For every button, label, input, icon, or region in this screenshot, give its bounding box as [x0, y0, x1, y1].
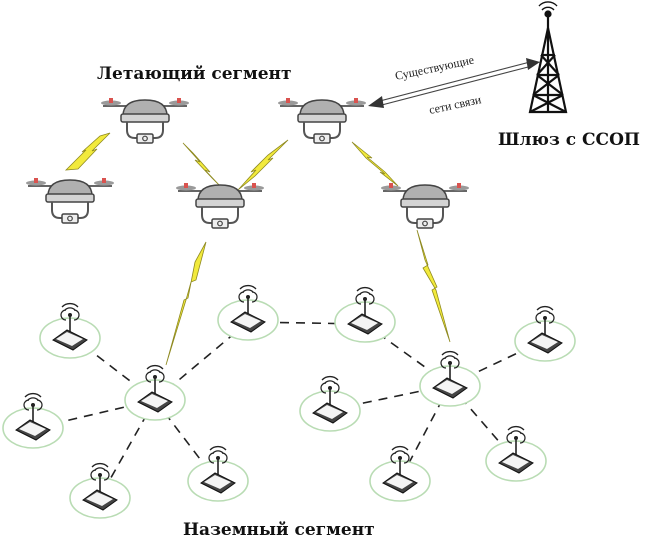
existing-networks-line1: Существующие	[394, 53, 476, 83]
drone-1	[100, 97, 190, 144]
ground-links	[34, 321, 546, 498]
existing-networks-line2: сети связи	[428, 92, 483, 117]
gateway-tower-icon	[528, 1, 568, 114]
ground-segment-label: Наземный сегмент	[183, 520, 375, 540]
ground-node	[217, 284, 279, 341]
ground-node	[334, 286, 396, 343]
drone-2	[277, 97, 367, 144]
ground-node	[485, 425, 547, 482]
gateway-label: Шлюз с ССОП	[498, 130, 640, 150]
ground-node-hub	[124, 364, 186, 421]
ground-node	[299, 375, 361, 432]
drone-4	[175, 182, 265, 229]
lightning-bolt	[182, 142, 223, 189]
ground-node	[39, 302, 101, 359]
ground-node	[369, 445, 431, 502]
lightning-bolt	[237, 139, 289, 191]
ground-node	[514, 305, 576, 362]
ground-node	[2, 392, 64, 449]
lightning-bolt	[64, 132, 111, 171]
wireless-links	[64, 132, 451, 366]
flying-segment-label: Летающий сегмент	[97, 64, 292, 84]
lightning-bolt	[165, 241, 207, 366]
double-arrow-icon	[368, 58, 540, 108]
ground-node	[69, 462, 131, 519]
lightning-bolt	[416, 229, 451, 343]
lightning-bolt	[351, 141, 399, 187]
drone-5	[380, 182, 470, 229]
drone-3	[25, 177, 115, 224]
ground-node-hub	[419, 350, 481, 407]
